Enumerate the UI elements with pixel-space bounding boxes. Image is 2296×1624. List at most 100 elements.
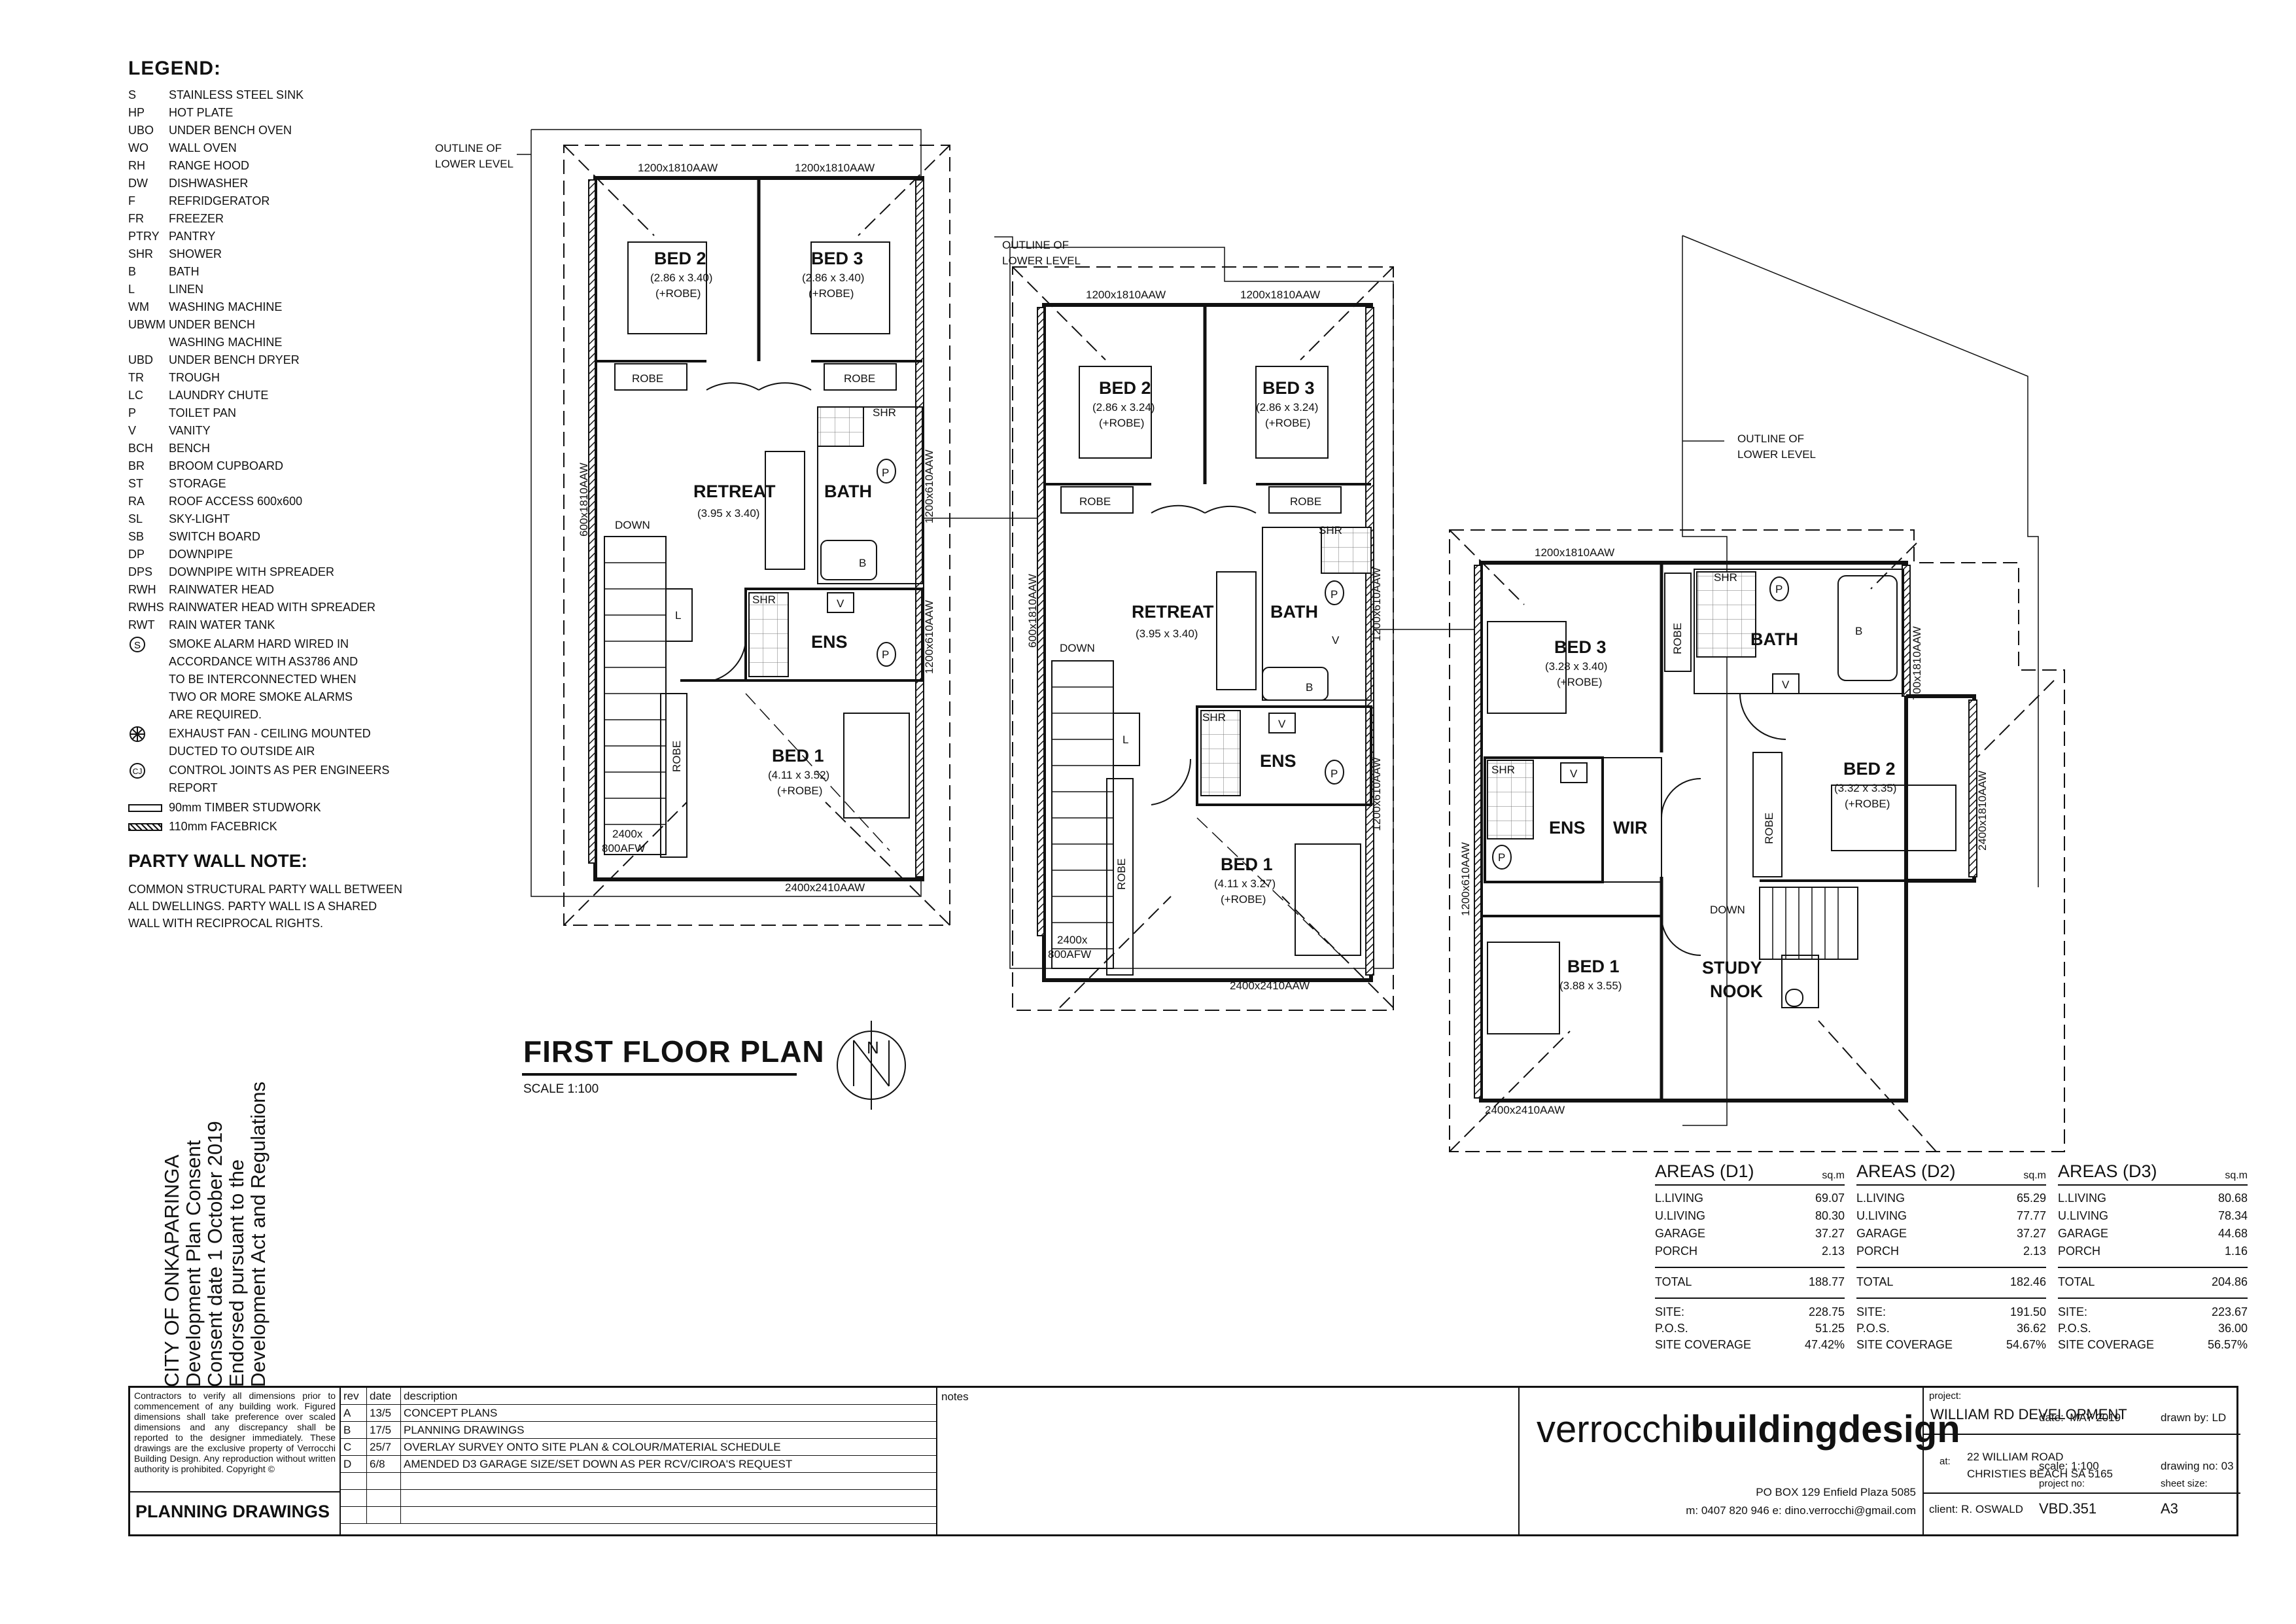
dwelling-3-plan (1449, 235, 2065, 1152)
legend-code: DP (128, 548, 145, 561)
svg-text:2400x: 2400x (1057, 934, 1088, 946)
svg-text:SHR: SHR (752, 593, 776, 606)
legend-code: SHR (128, 247, 154, 260)
areas-site-row: P.O.S.36.62 (1856, 1322, 2046, 1335)
legend-code: HP (128, 106, 145, 119)
svg-text:1200x610AAW: 1200x610AAW (923, 600, 935, 674)
d1-roof-outline (563, 145, 950, 926)
d3-bath-label: BATH (1750, 629, 1798, 649)
drawing-scale: SCALE 1:100 (523, 1082, 599, 1096)
facebrick-label: 110mm FACEBRICK (169, 820, 277, 833)
d1-bath-label: BATH (824, 482, 872, 501)
council-line: CITY OF ONKAPARINGA (160, 1154, 183, 1387)
legend-desc: VANITY (169, 424, 211, 437)
legend-desc: FREEZER (169, 212, 224, 225)
svg-text:SHR: SHR (1714, 571, 1737, 584)
svg-text:800AFW: 800AFW (1048, 948, 1091, 961)
council-line: Endorsed pursuant to the (225, 1159, 248, 1387)
svg-text:V: V (1570, 768, 1578, 780)
legend-note-line: DUCTED TO OUTSIDE AIR (169, 745, 315, 758)
legend-code: WM (128, 300, 149, 313)
legend-code: RWT (128, 618, 155, 631)
areas-title: AREAS (D2) (1856, 1161, 1956, 1181)
legend-desc: BENCH (169, 442, 211, 455)
legend-item: B BATH (128, 263, 416, 281)
d1-stairs (604, 536, 667, 855)
svg-text:600x1810AAW: 600x1810AAW (578, 463, 590, 537)
svg-text:(+ROBE): (+ROBE) (1845, 798, 1890, 810)
legend-title: LEGEND: (128, 58, 221, 79)
revision-row-empty (341, 1473, 936, 1490)
svg-text:(+ROBE): (+ROBE) (1221, 893, 1266, 906)
svg-text:ROBE: ROBE (670, 741, 683, 772)
legend-note-line: TO BE INTERCONNECTED WHEN (169, 673, 357, 686)
d1-outline-label-2: LOWER LEVEL (435, 158, 513, 170)
d3-ens-label: ENS (1549, 818, 1586, 838)
legend-note-line: ARE REQUIRED. (169, 708, 262, 721)
notes-label: notes (941, 1390, 969, 1403)
svg-text:DOWN: DOWN (1710, 904, 1745, 916)
legend-note-line: CONTROL JOINTS AS PER ENGINEERS (169, 764, 390, 777)
studwork-swatch (128, 803, 162, 812)
legend-code: RWHS (128, 601, 164, 614)
legend-code: BR (128, 459, 145, 472)
d3-outline-label: OUTLINE OF (1737, 432, 1804, 445)
sheet-size: A3 (2161, 1500, 2178, 1517)
studwork-label: 90mm TIMBER STUDWORK (169, 801, 321, 814)
legend-note-line: REPORT (169, 781, 218, 794)
legend-code: DW (128, 177, 148, 190)
revision-row-empty (341, 1507, 936, 1524)
areas-unit: sq.m (2225, 1170, 2248, 1181)
legend-code: PTRY (128, 230, 160, 243)
svg-text:(2.86 x 3.24): (2.86 x 3.24) (1256, 401, 1318, 414)
control-joint-icon: CJ (130, 763, 145, 779)
legend-code: L (128, 283, 135, 296)
svg-text:B: B (1855, 625, 1862, 637)
svg-text:(3.95 x 3.40): (3.95 x 3.40) (1136, 627, 1198, 640)
legend-desc: STORAGE (169, 477, 226, 490)
d3-lower-outline-left (1682, 236, 1728, 1126)
svg-text:L: L (1122, 733, 1128, 746)
legend-note-line: TWO OR MORE SMOKE ALARMS (169, 690, 353, 703)
d2-outline-label: OUTLINE OF (1002, 239, 1069, 251)
svg-text:(+ROBE): (+ROBE) (655, 287, 701, 300)
svg-text:V: V (1782, 679, 1790, 691)
legend-item: WASHING MACHINE (128, 334, 416, 351)
svg-text:1200x1810AAW: 1200x1810AAW (1240, 289, 1320, 301)
d2-roof-outline (1012, 266, 1394, 1011)
contractor-note: Contractors to verify all dimensions pri… (134, 1390, 336, 1474)
svg-text:(4.11 x 3.52): (4.11 x 3.52) (768, 769, 829, 781)
svg-text:1200x1810AAW: 1200x1810AAW (1535, 546, 1614, 559)
d1-bed3-label: BED 3 (811, 249, 863, 268)
title-block: Contractors to verify all dimensions pri… (128, 1386, 2240, 1536)
legend-code: B (128, 265, 137, 278)
dwelling-2-plan (1009, 247, 1394, 1011)
svg-text:1200x1810AAW: 1200x1810AAW (1086, 289, 1166, 301)
legend-desc: SWITCH BOARD (169, 530, 261, 543)
legend-brick: 110mm FACEBRICK (128, 820, 416, 834)
plan-labels: OUTLINE OF LOWER LEVEL OUTLINE OF LOWER … (435, 142, 1989, 1116)
project-name: WILLIAM RD DEVELOPMENT (1930, 1406, 2127, 1422)
party-wall-title: PARTY WALL NOTE: (128, 851, 307, 871)
areas-site-row: SITE:228.75 (1655, 1305, 1845, 1318)
svg-text:DOWN: DOWN (1060, 642, 1095, 654)
svg-text:SHR: SHR (1491, 764, 1515, 776)
d3-bed2-furniture (1831, 785, 1957, 851)
legend-code: S (128, 88, 137, 101)
svg-text:P: P (882, 467, 889, 479)
council-line: Development Plan Consent (182, 1140, 205, 1387)
svg-text:1200x610AAW: 1200x610AAW (1370, 757, 1383, 831)
legend-desc: BATH (169, 265, 200, 278)
legend-desc: WASHING MACHINE (169, 336, 283, 349)
legend-desc: DOWNPIPE (169, 548, 234, 561)
d2-bed3-furniture (1255, 366, 1329, 459)
svg-text:1200x610AAW: 1200x610AAW (923, 450, 935, 523)
